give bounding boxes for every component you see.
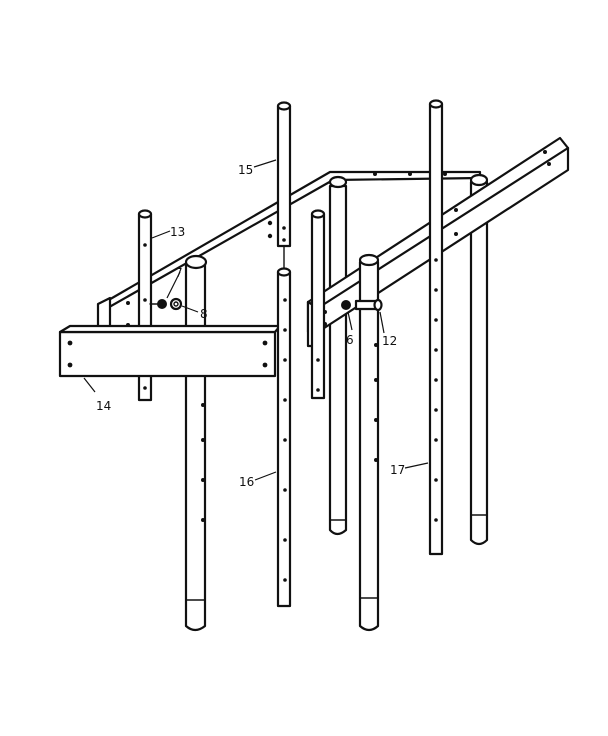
pipe-16 (276, 267, 292, 608)
rear-right-post (469, 173, 489, 546)
front-center-leg-post (358, 253, 380, 632)
callout-13: 13 (170, 225, 185, 239)
left-hardware (149, 297, 183, 311)
callout-7: 7 (175, 266, 183, 280)
right-hardware (341, 298, 383, 312)
callout-16: 16 (239, 475, 254, 489)
callout-15: 15 (238, 163, 253, 177)
pipe-17 (428, 99, 444, 556)
callout-8: 8 (200, 307, 208, 321)
callout-6: 6 (346, 333, 354, 347)
callout-12: 12 (382, 334, 397, 348)
callout-leaders (83, 159, 429, 481)
short-center-pipe (310, 209, 326, 400)
rear-left-post (328, 175, 348, 536)
front-beam-14 (58, 324, 282, 378)
callout-14: 14 (96, 399, 111, 413)
pipe-15 (276, 101, 292, 269)
callout-17: 17 (390, 463, 405, 477)
